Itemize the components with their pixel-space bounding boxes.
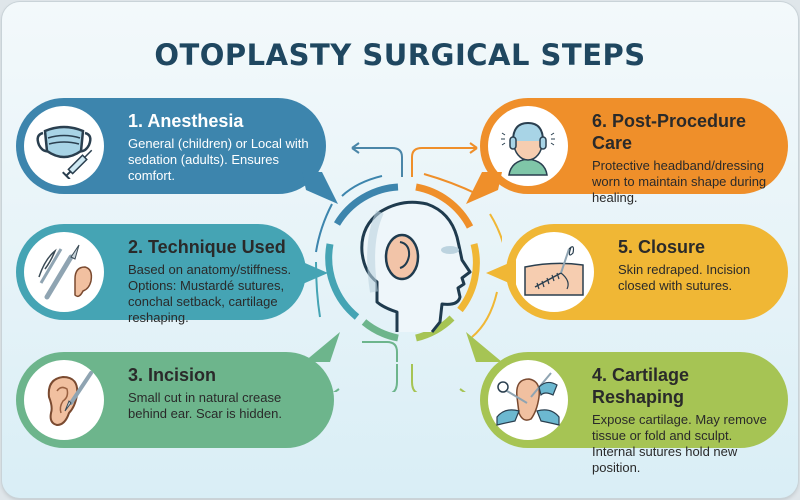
step-2-icon-circle [24, 232, 104, 312]
surgical-tools-ear-icon [38, 244, 93, 300]
step-4-description: Expose cartilage. May remove tissue or f… [592, 412, 767, 475]
step-1-icon-circle [24, 106, 104, 186]
step-2-description: Based on anatomy/stiffness. Options: Mus… [128, 262, 292, 325]
step-6-pointer [466, 172, 502, 204]
step-6-heading: 6. Post-Procedure Care [592, 111, 747, 153]
step-1-pointer [302, 172, 338, 204]
center-cycle-diagram [315, 142, 502, 392]
step-5-icon-circle [514, 232, 594, 312]
mask-syringe-icon [36, 125, 93, 179]
step-2-pointer [298, 260, 328, 286]
step-3-description: Small cut in natural crease behind ear. … [128, 390, 282, 421]
step-4-pointer [466, 332, 502, 362]
step-1-heading: 1. Anesthesia [128, 111, 244, 131]
step-4-icon-circle [488, 360, 568, 440]
step-4-heading: 4. Cartilage Reshaping [592, 365, 690, 407]
skin-suture-icon [524, 246, 584, 296]
gloved-hands-ear-icon [496, 372, 560, 426]
page-title: OTOPLASTY SURGICAL STEPS [154, 38, 646, 72]
step-2-heading: 2. Technique Used [128, 237, 286, 257]
step-6-icon-circle [488, 106, 568, 186]
step-6-card: 6. Post-Procedure Care Protective headba… [480, 98, 788, 205]
step-4-card: 4. Cartilage Reshaping Expose cartilage.… [480, 352, 788, 475]
step-5-card: 5. Closure Skin redraped. Incision close… [506, 224, 788, 320]
headband-patient-icon [501, 121, 555, 176]
step-3-card: 3. Incision Small cut in natural crease … [16, 352, 334, 448]
step-3-pointer [304, 332, 340, 362]
head-profile-ear-icon [360, 200, 472, 333]
step-3-heading: 3. Incision [128, 365, 217, 385]
step-2-card: 2. Technique Used Based on anatomy/stiff… [16, 224, 306, 325]
step-5-heading: 5. Closure [618, 237, 706, 257]
cycle-ring [325, 183, 480, 342]
step-3-icon-circle [24, 360, 104, 440]
step-1-card: 1. Anesthesia General (children) or Loca… [16, 98, 326, 194]
ear-scalpel-icon [47, 371, 93, 427]
step-6-description: Protective headband/dressing worn to mai… [592, 158, 767, 205]
step-1-description: General (children) or Local with sedatio… [128, 136, 309, 183]
step-5-description: Skin redraped. Incision closed with sutu… [618, 262, 751, 293]
step-5-pointer [486, 260, 516, 286]
